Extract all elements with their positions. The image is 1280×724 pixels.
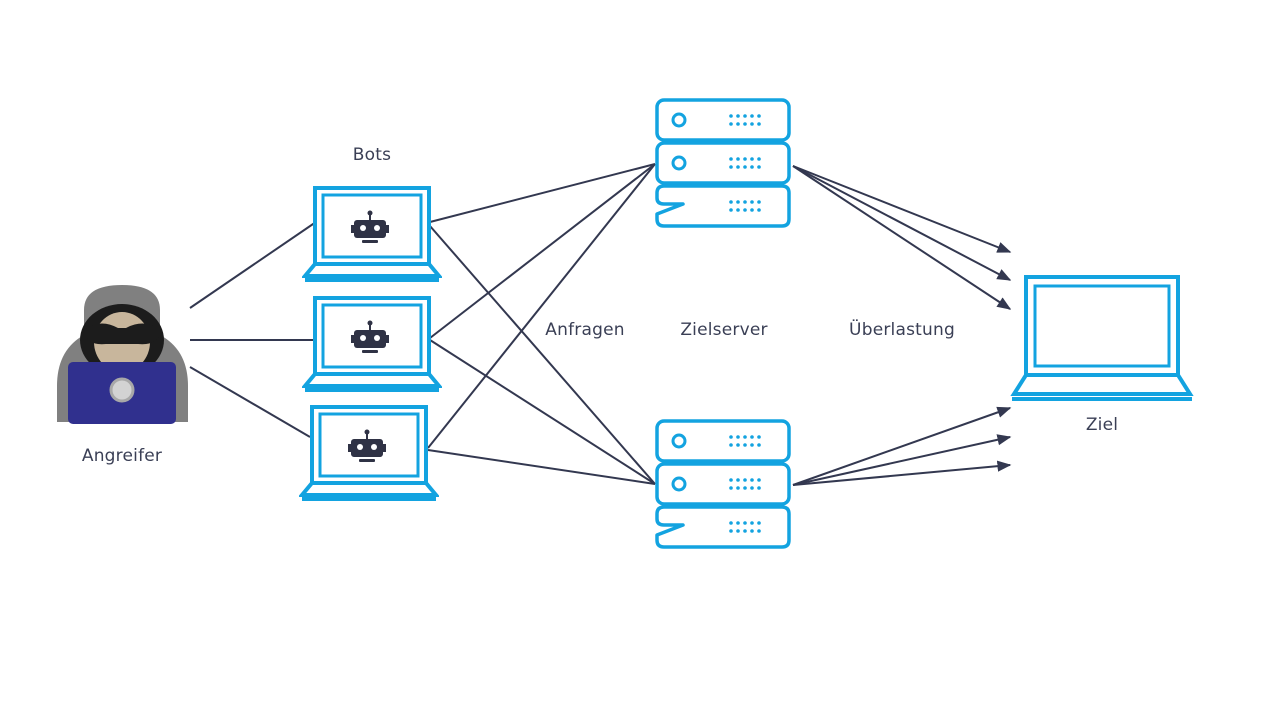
hacker-icon <box>57 285 188 424</box>
attacker-label: Angreifer <box>81 446 163 466</box>
overload-arrow-3 <box>792 165 1012 310</box>
overload-arrow-2 <box>792 165 1012 281</box>
connector-lines <box>189 163 1012 486</box>
bot-laptop-3 <box>300 405 438 501</box>
target-servers-label: Zielserver <box>680 320 768 340</box>
bot1-to-server1-line <box>429 163 656 223</box>
target-label: Ziel <box>1085 415 1119 435</box>
bot2-to-server2-line <box>429 339 656 485</box>
overload-arrow-6 <box>792 460 1012 486</box>
robot-icon <box>351 210 389 243</box>
bot-laptop-1 <box>303 186 441 282</box>
server-unit <box>655 141 791 185</box>
bots-label: Bots <box>352 145 392 165</box>
bot3-to-server2-line <box>427 449 656 485</box>
bot2-to-server1-line <box>429 163 656 339</box>
attacker-to-bot3-line <box>189 366 311 438</box>
attacker-to-bot1-line <box>189 221 317 309</box>
robot-icon <box>351 320 389 353</box>
server-rack-icon-top <box>655 98 791 228</box>
overload-label: Überlastung <box>849 320 955 340</box>
bot1-to-server2-line <box>429 225 656 485</box>
server-unit <box>655 184 791 228</box>
robot-icon <box>348 429 386 462</box>
requests-label: Anfragen <box>545 320 625 340</box>
overload-arrow-1 <box>792 165 1012 253</box>
server-unit <box>655 419 791 463</box>
server-unit <box>655 505 791 549</box>
target-laptop-icon <box>1010 275 1194 401</box>
overload-arrow-5 <box>792 434 1012 486</box>
server-unit <box>655 98 791 142</box>
bot3-to-server1-line <box>427 163 656 449</box>
bot-laptop-2 <box>303 296 441 392</box>
server-unit <box>655 462 791 506</box>
server-rack-icon-bottom <box>655 419 791 549</box>
overload-arrow-4 <box>792 406 1012 486</box>
